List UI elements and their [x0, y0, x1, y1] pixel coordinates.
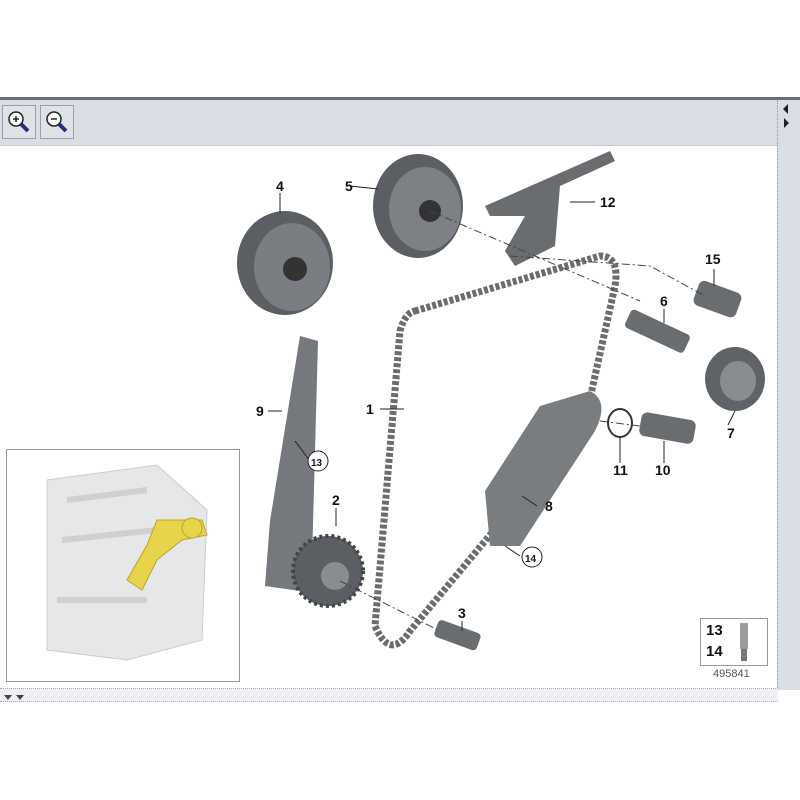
label-11: 11 — [613, 462, 628, 478]
alignment-lines — [339, 210, 706, 632]
solenoid-7 — [705, 347, 765, 411]
parts-viewer-window: 1 2 3 4 5 6 7 8 9 10 11 12 13 14 15 — [0, 97, 800, 703]
zoom-in-button[interactable] — [2, 105, 36, 139]
magnifier-minus-icon — [46, 111, 68, 133]
label-14: 14 — [525, 554, 537, 565]
tensioner-rail-8 — [485, 391, 602, 546]
bracket-12 — [485, 151, 615, 266]
timing-chain — [371, 252, 620, 649]
label-13: 13 — [311, 458, 323, 469]
bolt-6 — [625, 309, 690, 353]
label-4: 4 — [276, 178, 284, 194]
magnifier-plus-icon — [8, 111, 30, 133]
label-3: 3 — [458, 605, 466, 621]
stud-bolt-icon — [740, 623, 748, 661]
engine-overview-inset — [6, 449, 240, 682]
label-15: 15 — [705, 251, 721, 267]
label-10: 10 — [655, 462, 671, 478]
reference-number: 495841 — [713, 668, 750, 680]
label-6: 6 — [660, 293, 668, 309]
vertical-scrollbar[interactable] — [777, 100, 800, 690]
engine-illustration — [46, 464, 208, 661]
guide-rail-9 — [265, 336, 318, 591]
horizontal-scrollbar[interactable] — [0, 688, 778, 702]
legend-14: 14 — [706, 643, 723, 660]
callout-circle-13 — [307, 450, 329, 472]
legend-13: 13 — [706, 622, 723, 639]
seal-ring-11 — [607, 408, 633, 438]
callout-circle-14 — [521, 546, 543, 568]
bolt-3 — [434, 620, 481, 651]
scroll-left-right-icon — [4, 695, 24, 700]
leader-lines — [268, 185, 736, 631]
valve-15 — [693, 280, 742, 318]
toolbar — [0, 100, 778, 146]
parts-diagram: 1 2 3 4 5 6 7 8 9 10 11 12 13 14 15 — [0, 146, 776, 686]
scroll-arrows-icon — [783, 104, 789, 128]
label-9: 9 — [256, 403, 264, 419]
camshaft-adjuster-4 — [237, 211, 333, 315]
crankshaft-sprocket-2 — [291, 534, 365, 608]
legend-box: 13 14 — [700, 618, 768, 666]
label-7: 7 — [727, 425, 735, 441]
label-1: 1 — [366, 401, 374, 417]
tensioner-10 — [639, 412, 696, 444]
zoom-out-button[interactable] — [40, 105, 74, 139]
label-5: 5 — [345, 178, 353, 194]
label-2: 2 — [332, 492, 340, 508]
label-8: 8 — [545, 498, 553, 514]
label-12: 12 — [600, 194, 616, 210]
camshaft-adjuster-5 — [373, 154, 463, 258]
